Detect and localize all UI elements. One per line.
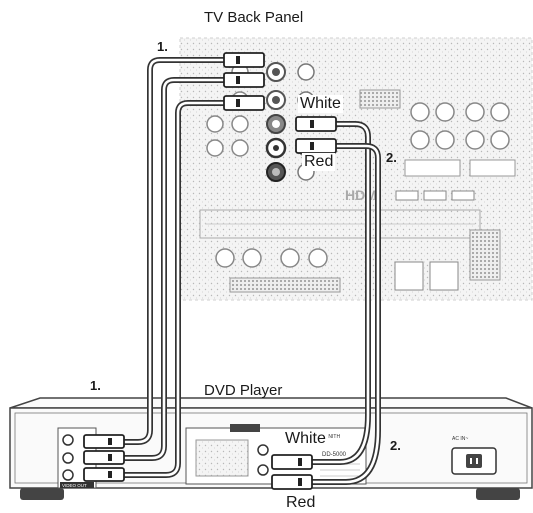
video-out-label: VIDEO OUT: [62, 483, 87, 488]
ac-label: AC IN~: [452, 436, 468, 442]
step-1-top-label: 1.: [157, 39, 168, 54]
component-plugs-tv: [223, 52, 265, 111]
audio-plugs-tv: [295, 116, 337, 154]
model-name: DD-5000: [322, 452, 347, 458]
tv-back-panel-title: TV Back Panel: [204, 9, 304, 26]
component-plugs-dvd: [83, 434, 125, 482]
audio-plugs-dvd: [271, 454, 313, 490]
dvd-red-label: Red: [284, 494, 318, 512]
step-2-bottom-label: 2.: [390, 438, 401, 453]
audio-cable: [297, 121, 381, 485]
tv-lower-details: [199, 209, 501, 293]
tv-right-jacks: [359, 89, 516, 177]
tv-back-panel: HDMI: [179, 37, 533, 301]
step-2-top-label: 2.: [386, 150, 397, 165]
dvd-ac-inlet: AC IN~: [451, 436, 497, 475]
step-1-bottom-label: 1.: [90, 378, 101, 393]
dvd-player-title: DVD Player: [204, 382, 283, 399]
dvd-player: VIDEO OUT ZENITH DD-5000 AC IN~: [9, 397, 533, 500]
tv-white-label: White: [298, 95, 343, 113]
dvd-foot-right: [476, 488, 520, 500]
component-video-cable: [97, 57, 253, 478]
hdmi-label: HDMI: [345, 187, 381, 203]
tv-red-label: Red: [302, 153, 336, 171]
dvd-foot-left: [20, 488, 64, 500]
model-brand: ZENITH: [322, 434, 340, 440]
dvd-white-label: White: [283, 430, 328, 448]
tv-hdmi-block: HDMI: [345, 187, 475, 203]
